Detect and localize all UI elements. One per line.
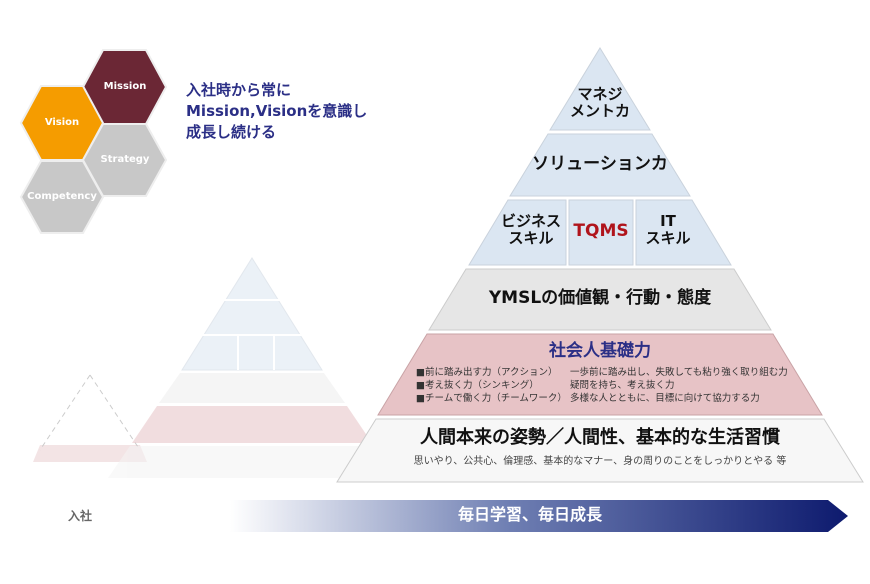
- business-skill-label: ビジネススキル: [500, 212, 561, 248]
- layer-ymsl: [428, 268, 772, 331]
- base-title: 人間本来の姿勢／人間性、基本的な生活習慣: [420, 427, 780, 448]
- stage1-pyramid: [33, 374, 147, 462]
- layer-management: [549, 47, 651, 131]
- base-subtitle: 思いやり、公共心、倫理感、基本的なマナー、身の周りのことをしっかりとやる 等: [413, 456, 787, 467]
- social-item: ■チームで働く力（チームワーク）多様な人とともに、目標に向けて協力する力: [416, 393, 760, 404]
- social-item: ■前に踏み出す力（アクション）一歩前に踏み出し、失敗しても粘り強く取り組む力: [416, 367, 788, 378]
- tagline: 入社時から常に Mission,Visionを意識し 成長し続ける: [186, 80, 367, 143]
- social-items: ■前に踏み出す力（アクション）一歩前に踏み出し、失敗しても粘り強く取り組む力 ■…: [416, 366, 788, 405]
- layer-tqms: [568, 199, 634, 266]
- layer-business-skill: [468, 199, 567, 266]
- tagline-line: 成長し続ける: [186, 123, 277, 141]
- timeline-start-label: 入社: [67, 509, 92, 523]
- tagline-line: 入社時から常に: [186, 81, 292, 99]
- growth-arrow-label: 毎日学習、毎日成長: [457, 505, 602, 524]
- social-item: ■考え抜く力（シンキング）疑問を持ち、考え抜く力: [416, 380, 675, 391]
- stage2-pyramid: [108, 257, 396, 478]
- management-label: マネジメントカ: [569, 85, 630, 121]
- solution-label: ソリューションカ: [532, 154, 668, 174]
- social-title: 社会人基礎力: [549, 341, 651, 361]
- tagline-line: Mission,Visionを意識し: [186, 102, 368, 120]
- tqms-label: TQMS: [573, 221, 629, 241]
- layer-base: [336, 418, 864, 483]
- ymsl-label: YMSLの価値観・行動・態度: [488, 288, 712, 308]
- layer-social: [377, 333, 823, 416]
- growth-arrow: [230, 500, 848, 532]
- hex-strategy-label: Strategy: [100, 154, 150, 165]
- hex-competency: [19, 160, 105, 234]
- hex-mission-label: Mission: [103, 81, 147, 92]
- layer-solution: [509, 133, 691, 197]
- hex-competency-label: Competency: [27, 191, 97, 202]
- layer-it-skill: [635, 199, 732, 266]
- hex-vision-label: Vision: [44, 117, 80, 128]
